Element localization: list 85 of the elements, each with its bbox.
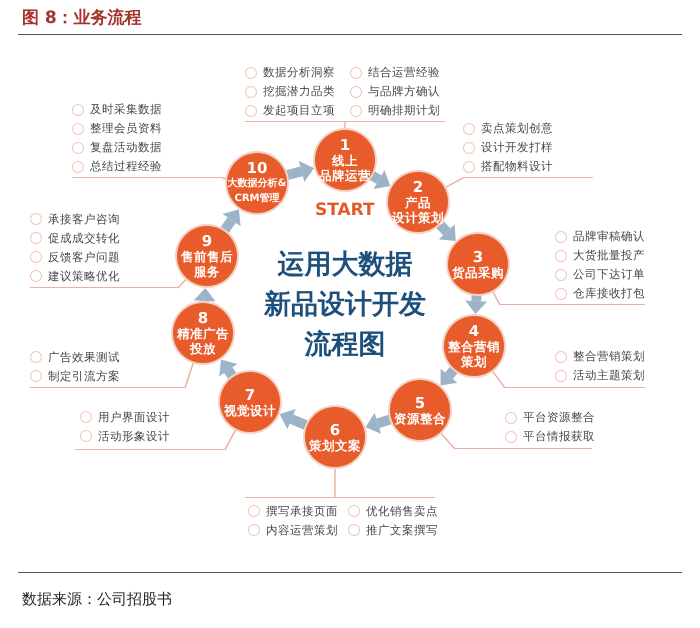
leader-line bbox=[444, 177, 464, 189]
list-item: 与品牌方确认 bbox=[368, 84, 440, 99]
flow-arrow bbox=[465, 294, 488, 314]
list-item: 用户界面设计 bbox=[98, 410, 170, 424]
list-item: 大货批量投产 bbox=[573, 248, 645, 263]
step-circle bbox=[388, 172, 448, 232]
step-number: 2 bbox=[412, 179, 424, 195]
start-label: START bbox=[315, 200, 375, 220]
list-item: 建议策略优化 bbox=[48, 268, 120, 284]
step-number: 4 bbox=[468, 323, 480, 339]
step-circle bbox=[305, 407, 365, 467]
list-item: 优化销售卖点 bbox=[366, 504, 438, 518]
step-name: 售前售后服务 bbox=[181, 249, 233, 279]
leader-line bbox=[492, 290, 501, 306]
leader-line bbox=[334, 467, 336, 497]
step-name: 视觉设计 bbox=[224, 402, 276, 418]
step-name: 精准广告投放 bbox=[177, 326, 229, 356]
flow-arrow bbox=[194, 288, 216, 302]
list-item: 及时采集数据 bbox=[90, 102, 162, 117]
flow-arrow bbox=[436, 220, 456, 241]
list-item: 搭配物料设计 bbox=[481, 159, 553, 174]
step-number: 5 bbox=[414, 394, 426, 410]
list-item: 发起项目立项 bbox=[263, 103, 335, 118]
flow-arrow bbox=[286, 160, 314, 182]
step-circle bbox=[444, 316, 504, 376]
step-number: 10 bbox=[246, 160, 268, 176]
leader-line bbox=[224, 428, 237, 450]
step-circle bbox=[315, 130, 375, 190]
leader-line bbox=[184, 361, 194, 388]
list-item: 卖点策划创意 bbox=[481, 121, 553, 136]
step-circle bbox=[390, 380, 450, 440]
step-name: 线上品牌运营 bbox=[319, 153, 371, 183]
step-name: 货品采购 bbox=[452, 264, 504, 280]
step-number: 1 bbox=[340, 137, 350, 153]
flow-arrow bbox=[366, 412, 392, 434]
list-item: 公司下达订单 bbox=[573, 267, 645, 282]
list-item: 平台资源整合 bbox=[523, 410, 595, 425]
list-item: 仓库接收打包 bbox=[573, 286, 645, 301]
list-item: 内容运营策划 bbox=[266, 522, 338, 538]
step-number: 8 bbox=[198, 310, 208, 326]
source-note: 数据来源：公司招股书 bbox=[22, 590, 172, 609]
step-circle bbox=[220, 372, 280, 432]
flow-arrow bbox=[369, 170, 390, 190]
leader-line bbox=[439, 432, 456, 450]
list-item: 广告效果测试 bbox=[48, 350, 120, 364]
step-number: 9 bbox=[202, 233, 212, 249]
list-item: 推广文案撰写 bbox=[366, 522, 438, 538]
step-circle bbox=[448, 234, 508, 294]
list-item: 整理会员资料 bbox=[90, 121, 162, 136]
list-item: 品牌审稿确认 bbox=[573, 229, 645, 244]
list-item: 整合营销策划 bbox=[573, 349, 645, 364]
center-heading: 运用大数据新品设计开发流程图 bbox=[262, 248, 427, 362]
step-name: 策划文案 bbox=[309, 438, 361, 452]
list-item: 撰写承接页面 bbox=[266, 504, 338, 518]
flow-arrow bbox=[440, 366, 458, 386]
list-item: 承接客户咨询 bbox=[48, 212, 120, 226]
step-circle bbox=[177, 226, 237, 286]
list-item: 设计开发打样 bbox=[481, 140, 553, 155]
figure-title: 图 8：业务流程 bbox=[22, 7, 142, 29]
step-number: 7 bbox=[244, 386, 256, 402]
flow-arrow bbox=[220, 209, 241, 234]
step-circle bbox=[173, 303, 233, 363]
step-name: 大数据分析&CRM管理 bbox=[228, 176, 286, 206]
list-item: 结合运营经验 bbox=[368, 65, 440, 80]
list-item: 数据分析洞察 bbox=[263, 65, 335, 80]
list-item: 明确排期计划 bbox=[368, 103, 440, 118]
step-name: 产品设计策划 bbox=[392, 195, 444, 225]
list-item: 活动主题策划 bbox=[573, 368, 645, 383]
list-item: 复盘活动数据 bbox=[90, 140, 162, 155]
step-number: 6 bbox=[330, 422, 340, 438]
list-item: 活动形象设计 bbox=[98, 428, 170, 444]
step-circle bbox=[227, 153, 287, 213]
leader-line bbox=[177, 278, 188, 288]
leader-line bbox=[491, 370, 506, 388]
list-item: 制定引流方案 bbox=[48, 368, 120, 384]
list-item: 总结过程经验 bbox=[90, 159, 162, 174]
step-name: 资源整合 bbox=[394, 410, 446, 426]
step-number: 3 bbox=[472, 248, 484, 264]
flow-arrow bbox=[280, 408, 308, 430]
list-item: 反馈客户问题 bbox=[48, 250, 120, 264]
flow-arrow bbox=[219, 359, 238, 380]
list-item: 平台情报获取 bbox=[523, 429, 595, 444]
list-item: 促成成交转化 bbox=[48, 230, 120, 246]
step-name: 整合营销策划 bbox=[448, 339, 500, 369]
list-item: 挖掘潜力品类 bbox=[263, 84, 335, 99]
